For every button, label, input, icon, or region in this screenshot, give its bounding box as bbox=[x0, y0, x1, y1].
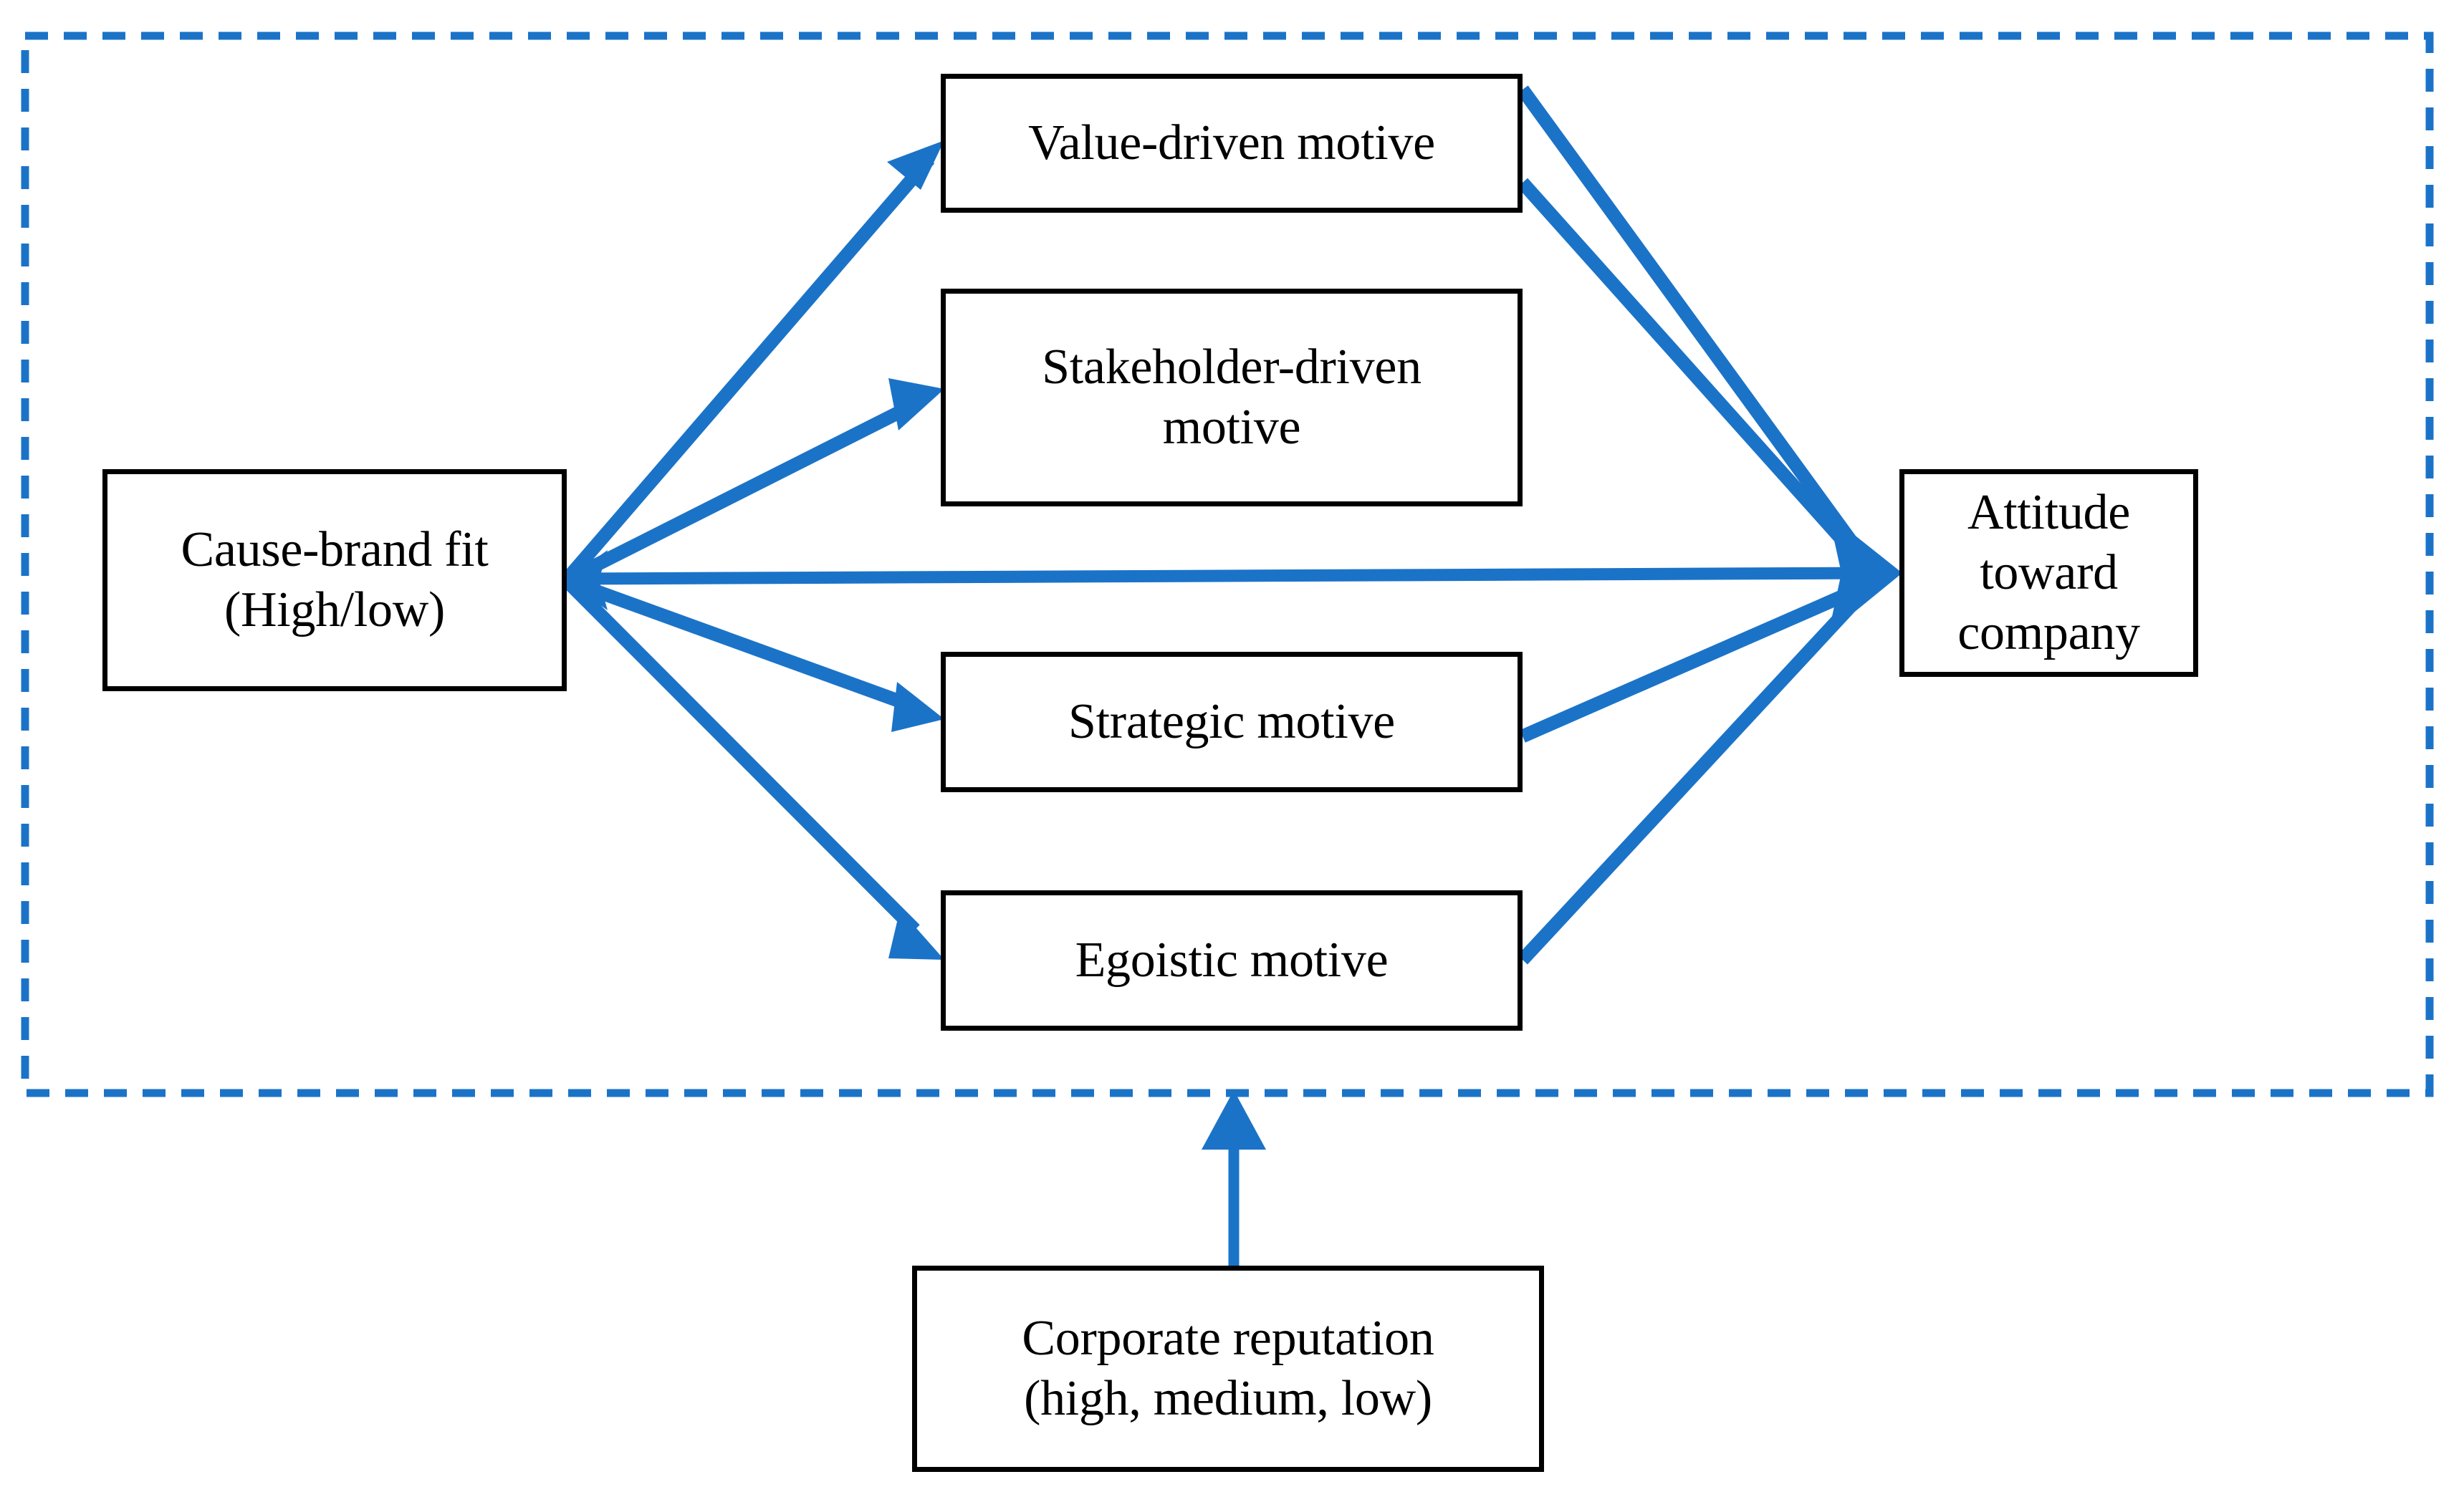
attitude-convergence-arrowhead bbox=[1828, 514, 1902, 633]
node-attitude-toward-company[interactable]: Attitude toward company bbox=[1899, 469, 2198, 677]
fit-origin-arrowhead bbox=[565, 550, 608, 610]
edge-corporate-reputation-to-boundary bbox=[1202, 1090, 1266, 1266]
node-value-driven-motive[interactable]: Value-driven motive bbox=[941, 74, 1523, 213]
node-corporate-reputation-label: Corporate reputation (high, medium, low) bbox=[1022, 1311, 1434, 1426]
edge-stakeholder-driven-to-attitude bbox=[1517, 178, 1869, 568]
node-cause-brand-fit[interactable]: Cause-brand fit (High/low) bbox=[102, 469, 567, 691]
edge-fit-to-stakeholder-driven bbox=[562, 378, 944, 587]
node-cause-brand-fit-label: Cause-brand fit (High/low) bbox=[181, 522, 489, 637]
edge-fit-to-attitude-direct bbox=[565, 567, 1878, 585]
node-egoistic-motive[interactable]: Egoistic motive bbox=[941, 890, 1523, 1031]
node-strategic-motive-label: Strategic motive bbox=[1068, 694, 1395, 749]
edge-egoistic-to-attitude bbox=[1518, 588, 1868, 965]
node-stakeholder-driven-motive-label: Stakeholder-driven motive bbox=[1042, 340, 1422, 455]
node-corporate-reputation[interactable]: Corporate reputation (high, medium, low) bbox=[912, 1266, 1544, 1472]
experimental-model-boundary bbox=[21, 32, 2434, 1097]
edge-fit-to-strategic bbox=[563, 574, 944, 732]
node-value-driven-motive-label: Value-driven motive bbox=[1028, 115, 1435, 170]
node-stakeholder-driven-motive[interactable]: Stakeholder-driven motive bbox=[941, 289, 1523, 506]
node-egoistic-motive-label: Egoistic motive bbox=[1075, 933, 1389, 988]
node-attitude-toward-company-label: Attitude toward company bbox=[1957, 485, 2140, 660]
edge-fit-to-value-driven bbox=[560, 140, 944, 585]
edge-fit-to-egoistic bbox=[561, 575, 944, 960]
node-strategic-motive[interactable]: Strategic motive bbox=[941, 652, 1523, 792]
edge-strategic-to-attitude bbox=[1520, 581, 1866, 743]
edge-value-driven-to-attitude bbox=[1517, 85, 1869, 562]
